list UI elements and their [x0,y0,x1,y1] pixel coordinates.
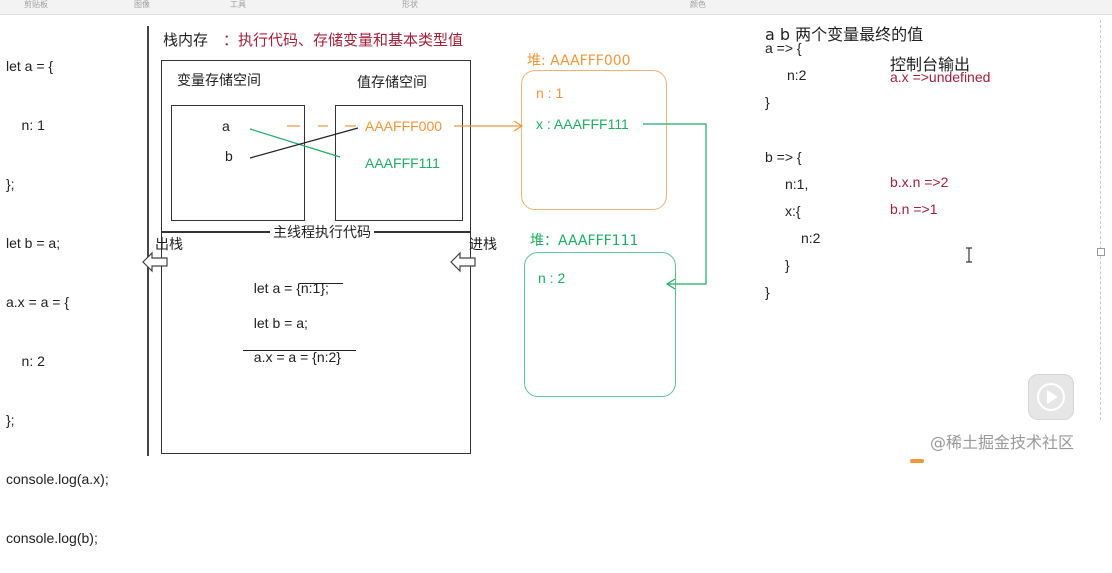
heap2-title: 堆：AAAFFF111 [530,233,639,249]
connector-lines [142,120,707,290]
code-line: }; [6,176,15,192]
var-a-label: a [222,118,230,134]
tab-shapes[interactable]: 形状 [402,0,418,9]
stack-divider-line [147,26,149,456]
b-value-line-6: } [765,284,770,300]
b-value-line-5: } [785,257,790,273]
main-thread-label: 主线程执行代码 [270,222,374,242]
val-storage-box [335,105,463,221]
tab-image[interactable]: 图像 [134,0,150,9]
addr-a-value: AAAFFF000 [365,118,443,134]
stack-title: 栈内存 [163,31,209,49]
console-output-label: 控制台输出 [890,55,971,74]
val-area-label: 值存储空间 [357,75,427,91]
code-line: let b = a; [6,235,61,251]
text-cursor-icon [966,247,972,263]
code-line: a.x = a = { [6,294,70,310]
resize-handle[interactable] [1097,248,1105,256]
var-area-label: 变量存储空间 [177,73,261,89]
tab-clipboard[interactable]: 剪贴板 [24,0,48,9]
watermark: @稀土掘金技术社区 [930,433,1075,452]
video-badge[interactable] [1028,374,1074,420]
b-value-line-2: n:1, [785,176,809,192]
push-arrow-icon [450,251,476,273]
output-ax: a.x =>undefined [890,69,991,85]
exec-line-1-underline [299,283,343,284]
exec-line-1-text: let a = {n:1}; [253,280,329,296]
exec-line-1: let a = {n:1}; [246,264,329,296]
exec-line-2: let b = a; [246,299,308,331]
exec-line-2-text: let b = a; [253,315,308,331]
heap-box-1 [521,70,667,210]
heap1-title: 堆: AAAFFF000 [527,53,631,69]
heap2-arrowhead [665,278,676,290]
code-line: console.log(a.x); [6,471,109,487]
old-a-link-line [249,127,359,159]
exec-line-3-text: a.x = a = {n:2} [253,349,341,365]
toolbar-strip: 剪贴板 图像 工具 形状 颜色 [0,0,1112,15]
play-icon [1037,383,1065,411]
heap1-prop-n: n : 1 [536,85,564,101]
x-to-heap2-line [643,123,707,285]
exec-line-3: a.x = a = {n:2} [246,333,341,365]
pop-label: 出栈 [155,237,183,253]
code-line: let a = { [6,58,54,74]
var-b-label: b [225,148,233,164]
code-line: n: 2 [6,353,45,369]
a-value-line-3: } [765,94,770,110]
code-line: }; [6,412,15,428]
code-line: n: 1 [6,117,45,133]
heap1-prop-x: x : AAAFFF111 [536,116,629,132]
var-storage-box [171,105,305,221]
tab-colors[interactable]: 颜色 [690,0,706,9]
addr-b-value: AAAFFF111 [365,155,440,171]
b-value-line-4: n:2 [801,230,821,246]
heap-box-2 [524,252,676,397]
code-line: console.log(b); [6,530,98,546]
a-value-line-2: n:2 [787,67,807,83]
exec-line-3-underline [243,350,356,351]
orange-mark [910,459,924,463]
b-value-line-1: b => { [765,149,802,165]
stack-subtitle: ：执行代码、存储变量和基本类型值 [223,31,464,49]
heap1-arrowhead [513,120,524,132]
pop-arrow-icon [142,251,168,273]
b-value-line-3: x:{ [785,203,801,219]
output-bn: b.n =>1 [890,201,938,217]
push-label: 进栈 [469,237,497,253]
heap2-prop-n: n : 2 [538,270,566,286]
b-to-addr-line [249,128,341,158]
tab-tools[interactable]: 工具 [230,0,246,9]
canvas-edge-line [1100,20,1101,420]
output-bxn: b.x.n =>2 [890,174,949,190]
a-value-line-1: a => { [765,40,802,56]
right-panel-title: a b 两个变量最终的值 [765,25,924,44]
